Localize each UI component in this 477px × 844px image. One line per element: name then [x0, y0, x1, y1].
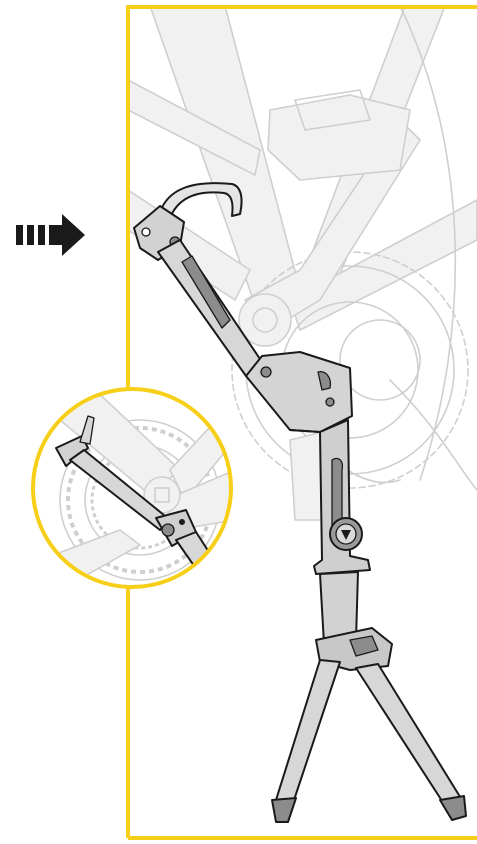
magnifier-circle-icon	[31, 387, 233, 589]
bike-ghost-background	[128, 6, 477, 836]
main-frame	[126, 5, 477, 840]
bike-kickstand-icon	[133, 182, 467, 823]
adjustment-knob-icon	[329, 517, 363, 551]
triple-bar-arrow-right-icon	[16, 214, 85, 256]
